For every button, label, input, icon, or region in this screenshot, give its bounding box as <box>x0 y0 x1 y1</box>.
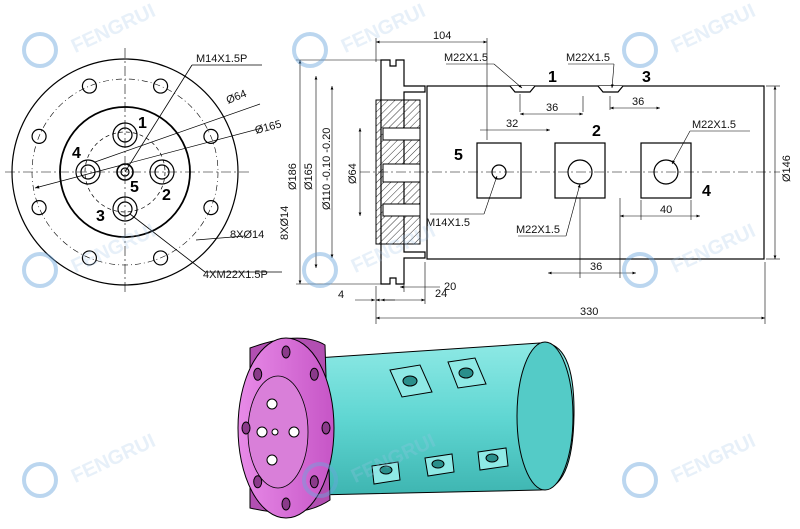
dim-36-top: 36 <box>546 102 558 114</box>
bolt-hole <box>203 199 219 216</box>
svg-text:FENGRUI: FENGRUI <box>668 220 759 278</box>
flange-bolt-hole <box>309 475 319 489</box>
flange-bolt-hole <box>241 421 251 435</box>
dim-dia-186: Ø186 <box>287 163 299 190</box>
watermark-logo: FENGRUI <box>292 0 429 68</box>
dim-40: 40 <box>660 204 672 216</box>
dim-24: 24 <box>435 288 447 300</box>
side-port-4 <box>640 142 692 199</box>
side-view-labels: 104 36 36 32 40 36 330 24 20 4 Ø186 Ø165… <box>279 30 793 318</box>
body-end-cap <box>516 341 574 491</box>
dim-dia-165: Ø165 <box>303 163 315 190</box>
watermark-logo: FENGRUI <box>22 0 159 68</box>
watermark-logo: FENGRUI <box>622 430 759 498</box>
flange-bolt-holes <box>241 345 331 511</box>
flange-bolt-hole <box>253 367 263 381</box>
body-outline <box>426 85 765 260</box>
bolt-hole <box>203 128 219 145</box>
thread-label-3: M22X1.5 <box>692 119 736 131</box>
port-number-3: 3 <box>96 208 105 225</box>
side-port-5 <box>476 142 522 199</box>
port-3 <box>112 196 138 222</box>
dim-dia-146: Ø146 <box>781 155 793 182</box>
svg-text:FENGRUI: FENGRUI <box>68 0 159 58</box>
side-port-2 <box>554 142 606 199</box>
bolt-hole <box>152 78 169 94</box>
watermark-logo: FENGRUI <box>22 430 159 498</box>
flange-bolt-hole <box>321 421 331 435</box>
watermark-logo: FENGRUI <box>622 0 759 68</box>
port-number-2: 2 <box>162 187 171 204</box>
side-view <box>296 38 780 324</box>
dim-32: 32 <box>506 118 518 130</box>
label-8-holes: 8XØ14 <box>230 229 264 241</box>
thread-label-2: M22X1.5 <box>566 52 610 64</box>
thread-label-5: M22X1.5 <box>516 224 560 236</box>
side-number-2: 2 <box>592 123 601 140</box>
port-2 <box>149 159 175 185</box>
render-3d <box>237 337 575 519</box>
svg-text:FENGRUI: FENGRUI <box>338 0 429 58</box>
flange-bolt-hole <box>281 497 291 511</box>
watermark-logo: FENGRUI <box>22 220 159 288</box>
side-number-5: 5 <box>454 147 463 164</box>
dim-104: 104 <box>433 30 451 42</box>
side-number-1: 1 <box>548 69 557 86</box>
side-number-4: 4 <box>702 183 711 200</box>
bolt-hole <box>81 250 98 266</box>
label-m14-thread: M14X1.5P <box>196 53 247 65</box>
dim-20: 20 <box>444 281 456 293</box>
port-number-1: 1 <box>138 115 147 132</box>
dim-dia-64: Ø64 <box>347 163 359 184</box>
side-number-3: 3 <box>642 69 651 86</box>
bolt-holes <box>31 78 219 266</box>
bolt-hole <box>31 199 47 216</box>
dim-330: 330 <box>580 306 598 318</box>
svg-text:FENGRUI: FENGRUI <box>668 430 759 488</box>
bolt-hole <box>81 78 98 94</box>
port-4 <box>75 159 101 185</box>
front-view <box>5 48 282 295</box>
thread-label-1: M22X1.5 <box>444 52 488 64</box>
label-dia-64: Ø64 <box>225 88 249 107</box>
svg-text:FENGRUI: FENGRUI <box>68 430 159 488</box>
svg-text:FENGRUI: FENGRUI <box>668 0 759 58</box>
dim-8-holes: 8XØ14 <box>279 206 291 240</box>
port-number-5: 5 <box>130 179 139 196</box>
dim-dia-110: Ø110 -0.10 -0.20 <box>321 128 333 210</box>
watermark-logo: FENGRUI <box>622 220 759 288</box>
dim-36-right: 36 <box>632 96 644 108</box>
flange-bolt-hole <box>309 367 319 381</box>
bolt-hole <box>31 128 47 145</box>
dim-4: 4 <box>338 289 344 301</box>
label-dia-165: Ø165 <box>254 118 283 137</box>
flange-bolt-hole <box>281 345 291 359</box>
front-view-labels: M14X1.5P Ø64 Ø165 8XØ14 4XM22X1.5P 1 2 3… <box>72 53 283 281</box>
dim-36-bottom: 36 <box>590 261 602 273</box>
bolt-hole <box>152 250 169 266</box>
port-number-4: 4 <box>72 145 81 162</box>
flange-bolt-hole <box>253 475 263 489</box>
label-4-ports: 4XM22X1.5P <box>203 269 268 281</box>
pitch-circle-64 <box>84 131 166 213</box>
thread-label-4: M14X1.5 <box>426 217 470 229</box>
port-1 <box>112 122 138 148</box>
svg-text:FENGRUI: FENGRUI <box>68 220 159 278</box>
